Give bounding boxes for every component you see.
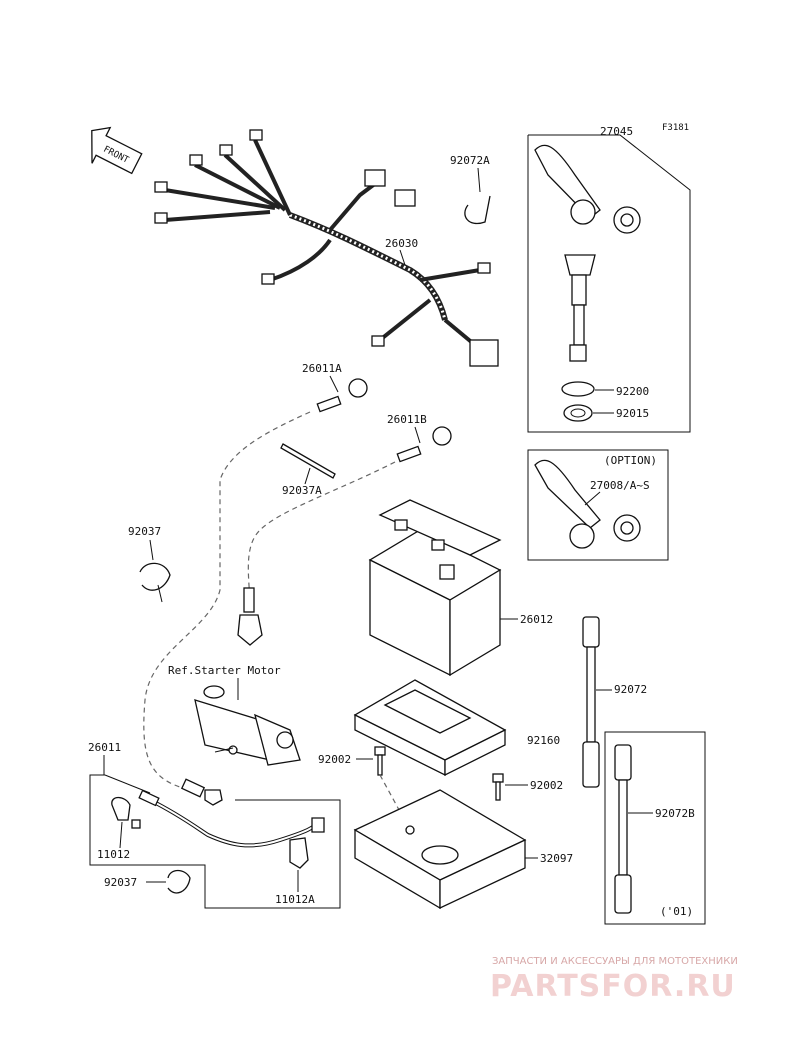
clamp-92072a [464,195,491,225]
watermark-tagline: ЗАПЧАСТИ И АКСЕССУАРЫ ДЛЯ МОТОТЕХНИКИ [492,956,738,967]
label-92037-top: 92037 [128,525,161,538]
label-92002-right: 92002 [530,779,563,792]
label-92072b: 92072B [655,807,695,820]
strap-92072 [582,616,600,788]
label-92200: 92200 [616,385,649,398]
label-92015: 92015 [616,407,649,420]
clamp-92037-top [139,562,171,603]
label-92037a: 92037A [282,484,322,497]
battery-cable-26011a [316,378,368,413]
clamp-92037-bottom [167,869,191,894]
cap-11012a [289,837,309,869]
label-92072: 92072 [614,683,647,696]
label-11012: 11012 [97,848,130,861]
label-27045: 27045 [600,125,633,138]
label-92002-left: 92002 [318,753,351,766]
key-switch-box [527,134,691,433]
front-arrow: FRONT [91,126,143,175]
cable-26011 [138,778,325,848]
option-key-switch-box [527,449,669,561]
bolt-92002-left [374,746,386,776]
cap-11012 [111,796,141,829]
figure-id: F3181 [662,123,689,133]
label-27008: 27008/A~S [590,479,650,492]
label-26030: 26030 [385,237,418,250]
cable-terminal [237,587,263,646]
cable-tie-92037a [280,443,336,479]
watermark-brand: PARTSFOR.RU [490,969,736,1004]
bolt-92002-right [492,773,504,801]
label-26012: 26012 [520,613,553,626]
label-32097: 32097 [540,852,573,865]
reference-note: Ref.Starter Motor [168,664,281,677]
battery-cable-26011b [396,426,452,463]
label-year-note: ('01) [660,905,693,918]
label-11012a: 11012A [275,893,315,906]
label-92160: 92160 [527,734,560,747]
label-26011b: 26011B [387,413,427,426]
label-option: (OPTION) [604,454,657,467]
label-92072a: 92072A [450,154,490,167]
main-harness [154,129,499,367]
case-32097 [353,789,527,910]
label-92037-bottom: 92037 [104,876,137,889]
battery-26012 [368,499,502,677]
strap-92072b-box [604,731,706,925]
label-26011a: 26011A [302,362,342,375]
starter-motor [194,685,301,766]
pad-92160 [353,679,507,777]
label-26011: 26011 [88,741,121,754]
